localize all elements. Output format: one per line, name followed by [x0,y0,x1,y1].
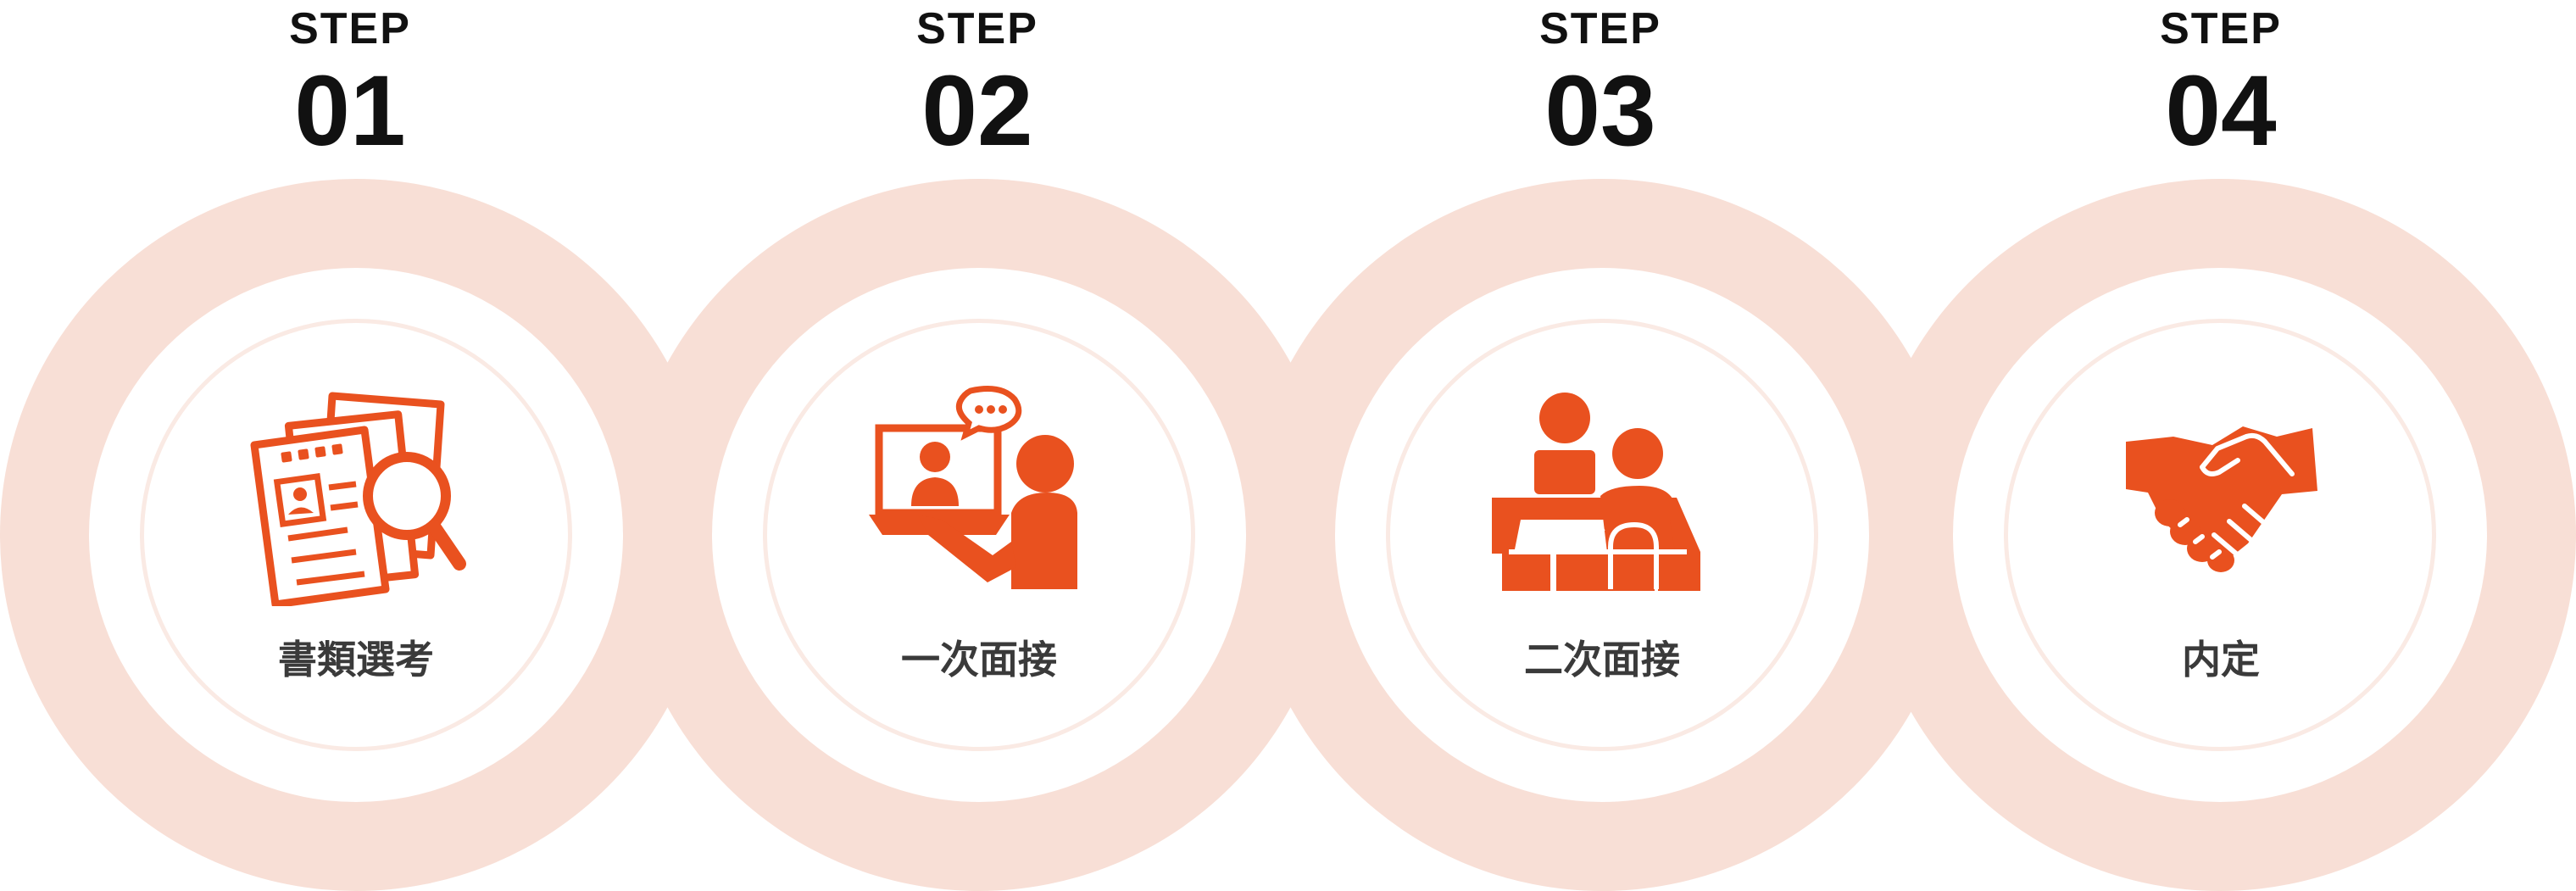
step-3-word: STEP [1539,4,1661,53]
online-interview-icon [869,386,1077,589]
face-to-face-interview-icon [1492,393,1700,591]
step-2-heading: STEP 02 [850,0,1104,161]
step-4-label: 内定 [2182,637,2260,682]
step-1-heading: STEP 01 [223,0,477,161]
step-3-inner-border [1386,319,1818,751]
document-search-icon [250,392,466,606]
step-1-word: STEP [289,4,411,53]
step-3-number: 03 [1544,55,1656,167]
step-1-label: 書類選考 [278,637,434,682]
step-4-inner-border [2004,319,2436,751]
step-4-number: 04 [2165,55,2277,167]
step-2-word: STEP [916,4,1038,53]
step-3-heading: STEP 03 [1473,0,1728,161]
step-2-label: 一次面接 [901,637,1057,682]
step-2-number: 02 [921,55,1033,167]
step-4-heading: STEP 04 [2094,0,2348,161]
step-3-label: 二次面接 [1524,637,1680,682]
step-1-number: 01 [294,55,406,167]
handshake-icon [2126,426,2317,572]
step-4-word: STEP [2160,4,2282,53]
